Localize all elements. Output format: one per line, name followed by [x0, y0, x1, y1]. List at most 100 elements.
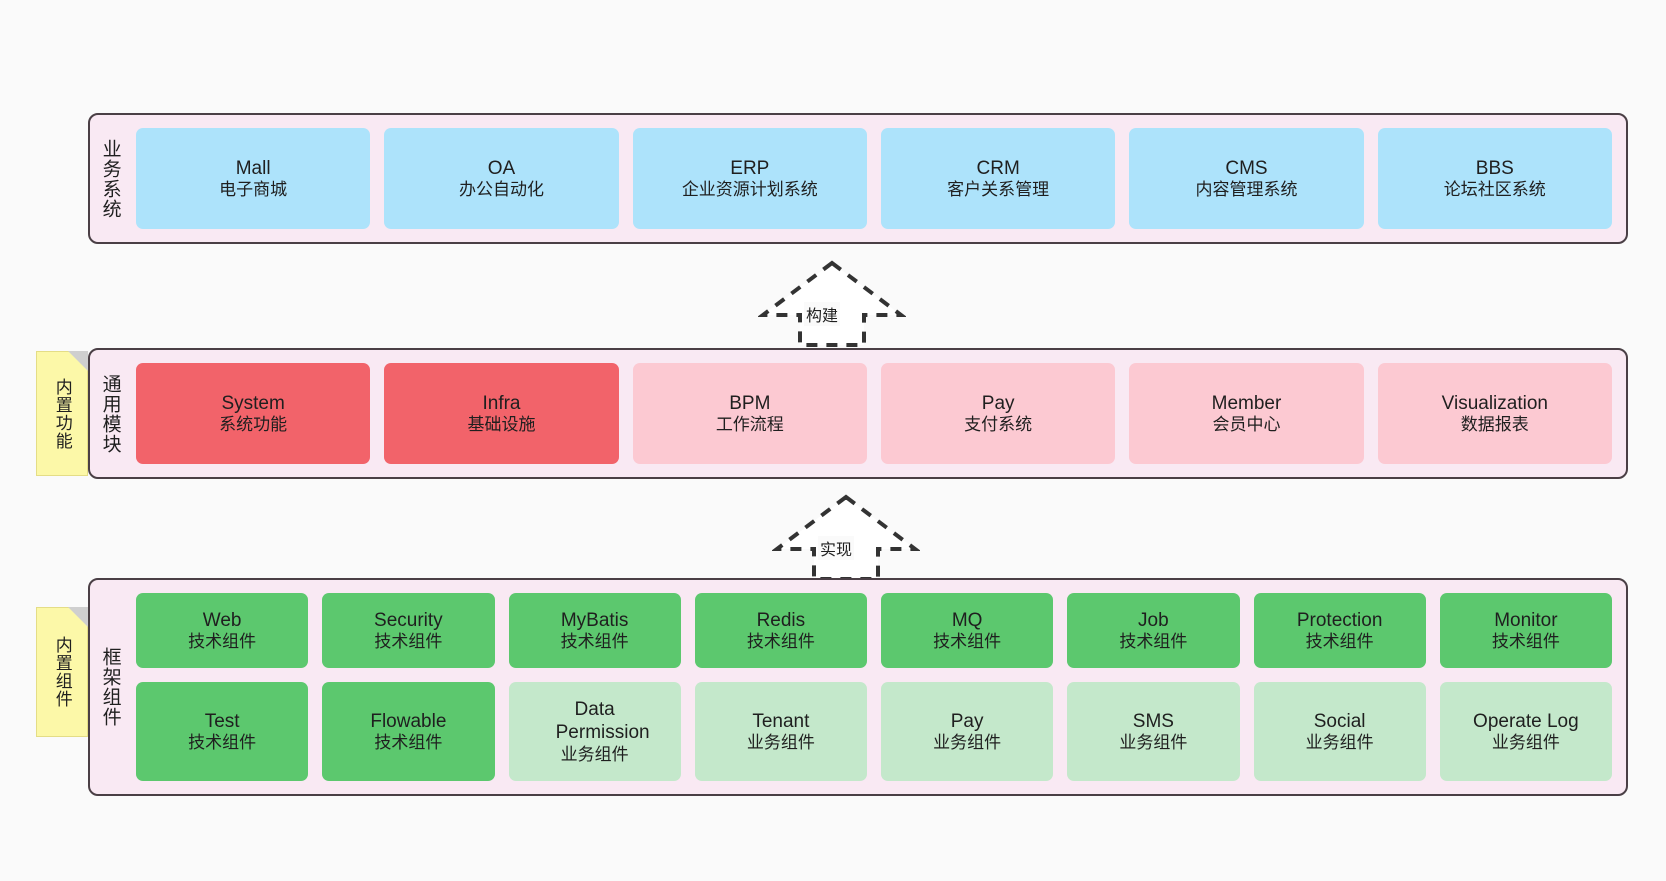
card-subtitle: 技术组件 — [746, 631, 815, 651]
card-subtitle: 技术组件 — [188, 732, 257, 752]
card-pay[interactable]: Pay 支付系统 — [880, 363, 1116, 464]
card-subtitle: 技术组件 — [1305, 631, 1374, 651]
card-bbs[interactable]: BBS 论坛社区系统 — [1377, 128, 1612, 229]
card-mall[interactable]: Mall 电子商城 — [136, 128, 371, 229]
card-job[interactable]: Job 技术组件 — [1067, 593, 1240, 669]
sticky-note-label: 内置组件 — [52, 636, 72, 708]
card-subtitle: 客户关系管理 — [947, 179, 1050, 199]
sticky-note-label: 内置功能 — [52, 377, 72, 450]
arrow-build-label: 构建 — [804, 302, 841, 326]
card-subtitle: 办公自动化 — [458, 179, 544, 199]
card-tenant[interactable]: Tenant 业务组件 — [694, 682, 867, 782]
card-subtitle: 数据报表 — [1460, 414, 1529, 434]
card-monitor[interactable]: Monitor 技术组件 — [1439, 593, 1612, 669]
card-subtitle: 技术组件 — [374, 732, 443, 752]
card-title: Monitor — [1494, 609, 1558, 631]
card-subtitle: 支付系统 — [964, 414, 1033, 434]
card-title: Member — [1211, 392, 1282, 414]
sticky-note-builtin-features: 内置功能 — [36, 351, 88, 476]
card-sms[interactable]: SMS 业务组件 — [1067, 682, 1240, 782]
card-title: Redis — [756, 609, 806, 631]
card-title: Flowable — [370, 710, 447, 732]
card-social[interactable]: Social 业务组件 — [1253, 682, 1426, 782]
card-security[interactable]: Security 技术组件 — [322, 593, 495, 669]
card-title: Job — [1138, 609, 1169, 631]
card-grid-business-systems: Mall 电子商城 OA 办公自动化 ERP 企业资源计划系统 CRM 客户关系… — [130, 115, 1626, 242]
section-common-modules: 通用模块 System 系统功能 Infra 基础设施 BPM 工作流程 Pay… — [88, 348, 1628, 479]
card-title: Tenant — [752, 710, 810, 732]
card-title: SMS — [1132, 710, 1174, 732]
card-subtitle: 技术组件 — [933, 631, 1002, 651]
card-web[interactable]: Web 技术组件 — [136, 593, 309, 669]
card-title: MyBatis — [560, 609, 629, 631]
card-grid-common-modules: System 系统功能 Infra 基础设施 BPM 工作流程 Pay 支付系统… — [130, 350, 1626, 477]
card-flowable[interactable]: Flowable 技术组件 — [322, 682, 495, 782]
card-title: ERP — [730, 157, 770, 179]
card-title: MQ — [951, 609, 983, 631]
sticky-fold-icon — [68, 607, 88, 627]
section-label-framework-components: 框架组件 — [99, 647, 121, 727]
card-crm[interactable]: CRM 客户关系管理 — [880, 128, 1116, 229]
card-subtitle: 技术组件 — [1491, 631, 1560, 651]
arrow-build: 构建 — [757, 258, 907, 348]
card-subtitle: 业务组件 — [1119, 732, 1188, 752]
card-title: CMS — [1225, 157, 1268, 179]
card-subtitle: 系统功能 — [219, 414, 288, 434]
card-protection[interactable]: Protection 技术组件 — [1253, 593, 1426, 669]
card-title: Visualization — [1441, 392, 1548, 414]
card-title: Test — [204, 710, 240, 732]
card-title: OA — [487, 157, 516, 179]
arrow-implement: 实现 — [771, 492, 921, 582]
card-redis[interactable]: Redis 技术组件 — [694, 593, 867, 669]
card-subtitle: 工作流程 — [715, 414, 784, 434]
card-title: Pay — [950, 710, 984, 732]
card-system[interactable]: System 系统功能 — [136, 363, 371, 464]
section-business-systems: 业务系统 Mall 电子商城 OA 办公自动化 ERP 企业资源计划系统 CRM… — [88, 113, 1628, 244]
card-cms[interactable]: CMS 内容管理系统 — [1129, 128, 1364, 229]
section-label-common-modules: 通用模块 — [99, 373, 121, 454]
card-member[interactable]: Member 会员中心 — [1129, 363, 1364, 464]
card-title: BPM — [729, 392, 771, 414]
arrow-implement-label: 实现 — [818, 536, 855, 560]
card-pay-business[interactable]: Pay 业务组件 — [881, 682, 1054, 782]
card-oa[interactable]: OA 办公自动化 — [384, 128, 619, 229]
card-title: BBS — [1475, 157, 1514, 179]
card-mq[interactable]: MQ 技术组件 — [881, 593, 1054, 669]
card-subtitle: 技术组件 — [1119, 631, 1188, 651]
card-subtitle: 业务组件 — [933, 732, 1002, 752]
card-mybatis[interactable]: MyBatis 技术组件 — [508, 593, 681, 669]
card-bpm[interactable]: BPM 工作流程 — [632, 363, 867, 464]
card-operate-log[interactable]: Operate Log 业务组件 — [1439, 682, 1612, 782]
card-title: Mall — [235, 157, 271, 179]
card-visualization[interactable]: Visualization 数据报表 — [1377, 363, 1612, 464]
card-subtitle: 业务组件 — [560, 744, 629, 764]
card-data-permission[interactable]: Data Permission 业务组件 — [508, 682, 681, 782]
section-label-business-systems: 业务系统 — [99, 138, 121, 219]
card-subtitle: 业务组件 — [746, 732, 815, 752]
card-erp[interactable]: ERP 企业资源计划系统 — [632, 128, 867, 229]
sticky-note-builtin-components: 内置组件 — [36, 607, 88, 737]
card-title: Data Permission — [555, 699, 650, 744]
card-title: Social — [1313, 710, 1366, 732]
sticky-fold-icon — [68, 351, 88, 371]
section-framework-components: 框架组件 Web 技术组件 Security 技术组件 MyBatis 技术组件… — [88, 578, 1628, 796]
card-title: Pay — [981, 392, 1015, 414]
card-infra[interactable]: Infra 基础设施 — [384, 363, 619, 464]
card-subtitle: 内容管理系统 — [1195, 179, 1298, 199]
card-test[interactable]: Test 技术组件 — [136, 682, 309, 782]
card-title: Operate Log — [1473, 710, 1579, 732]
card-title: Protection — [1296, 609, 1383, 631]
card-row: Mall 电子商城 OA 办公自动化 ERP 企业资源计划系统 CRM 客户关系… — [136, 128, 1612, 229]
card-subtitle: 电子商城 — [219, 179, 288, 199]
card-subtitle: 技术组件 — [188, 631, 257, 651]
card-subtitle: 业务组件 — [1491, 732, 1560, 752]
card-title: Infra — [482, 392, 521, 414]
card-subtitle: 论坛社区系统 — [1443, 179, 1546, 199]
card-title: Web — [202, 609, 242, 631]
card-subtitle: 技术组件 — [560, 631, 629, 651]
card-subtitle: 会员中心 — [1212, 414, 1281, 434]
card-title: Security — [374, 609, 443, 631]
card-row: System 系统功能 Infra 基础设施 BPM 工作流程 Pay 支付系统… — [136, 363, 1612, 464]
card-grid-framework-components: Web 技术组件 Security 技术组件 MyBatis 技术组件 Redi… — [130, 580, 1626, 794]
